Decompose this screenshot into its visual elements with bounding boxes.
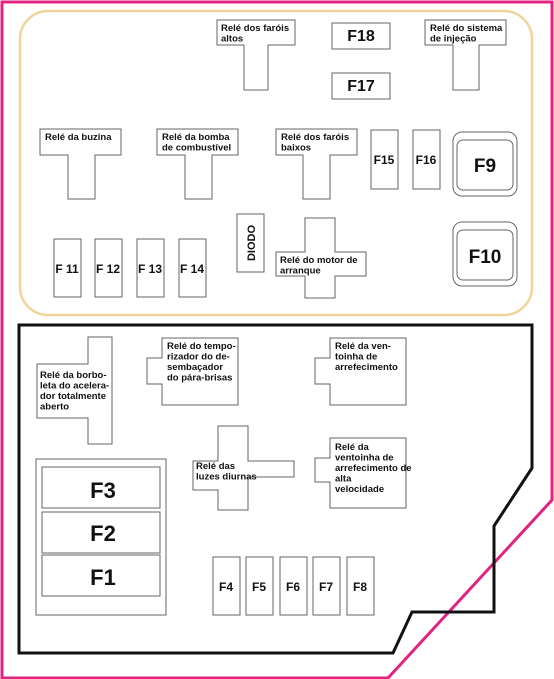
fuse-f13-label: F 13 (138, 262, 162, 276)
fuse-f5-label: F5 (252, 580, 266, 594)
relay-borboleta-acelerador: Relé da borbo-leta do acelera-dor totalm… (36, 336, 113, 445)
fuse-f9-label: F9 (474, 156, 496, 177)
fuse-f2-label: F2 (90, 521, 116, 546)
fuse-f10: F10 (452, 221, 518, 287)
upper-fuse-box (18, 9, 534, 317)
fuse-f13: F 13 (136, 238, 165, 298)
fuse-f11-label: F 11 (55, 262, 79, 276)
fuse-f15-label: F15 (374, 153, 395, 167)
relay-buzina: Relé da buzina (39, 128, 122, 200)
fuse-f7-label: F7 (319, 580, 333, 594)
fuse-f6-label: F6 (286, 580, 300, 594)
fuse-f8: F8 (346, 556, 375, 616)
fuse-f12-label: F 12 (96, 262, 120, 276)
fuse-f17: F17 (331, 72, 391, 100)
fuse-f14-label: F 14 (180, 262, 204, 276)
fuse-f10-label: F10 (469, 247, 502, 268)
fuse-f18-label: F18 (347, 28, 375, 45)
fuse-block-f1-f3 (35, 458, 167, 616)
fuse-f14: F 14 (178, 238, 207, 298)
diode-label: DIODO (246, 225, 258, 262)
fuse-f7: F7 (312, 556, 341, 616)
fuse-f15: F15 (370, 129, 399, 190)
diode: DIODO (236, 213, 265, 273)
fuse-f4: F4 (212, 556, 241, 616)
fuse-f11: F 11 (53, 238, 82, 298)
fuse-f5: F5 (245, 556, 274, 616)
fuse-f12: F 12 (94, 238, 123, 298)
fuse-f1-label: F1 (90, 565, 116, 590)
fuse-f9: F9 (452, 131, 518, 197)
fuse-f17-label: F17 (347, 78, 375, 95)
relay-borboleta-acelerador-label: Relé da borbo-leta do acelera-dor totalm… (40, 370, 109, 413)
fuse-f16-label: F16 (416, 153, 437, 167)
fuse-f18: F18 (331, 22, 391, 50)
fuse-f3-label: F3 (90, 478, 116, 503)
fuse-f6: F6 (279, 556, 308, 616)
fuse-f8-label: F8 (353, 580, 367, 594)
fuse-f4-label: F4 (219, 580, 233, 594)
fuse-f16: F16 (412, 129, 441, 190)
relay-buzina-label: Relé da buzina (45, 132, 112, 143)
lower-fuse-box (17, 323, 534, 655)
